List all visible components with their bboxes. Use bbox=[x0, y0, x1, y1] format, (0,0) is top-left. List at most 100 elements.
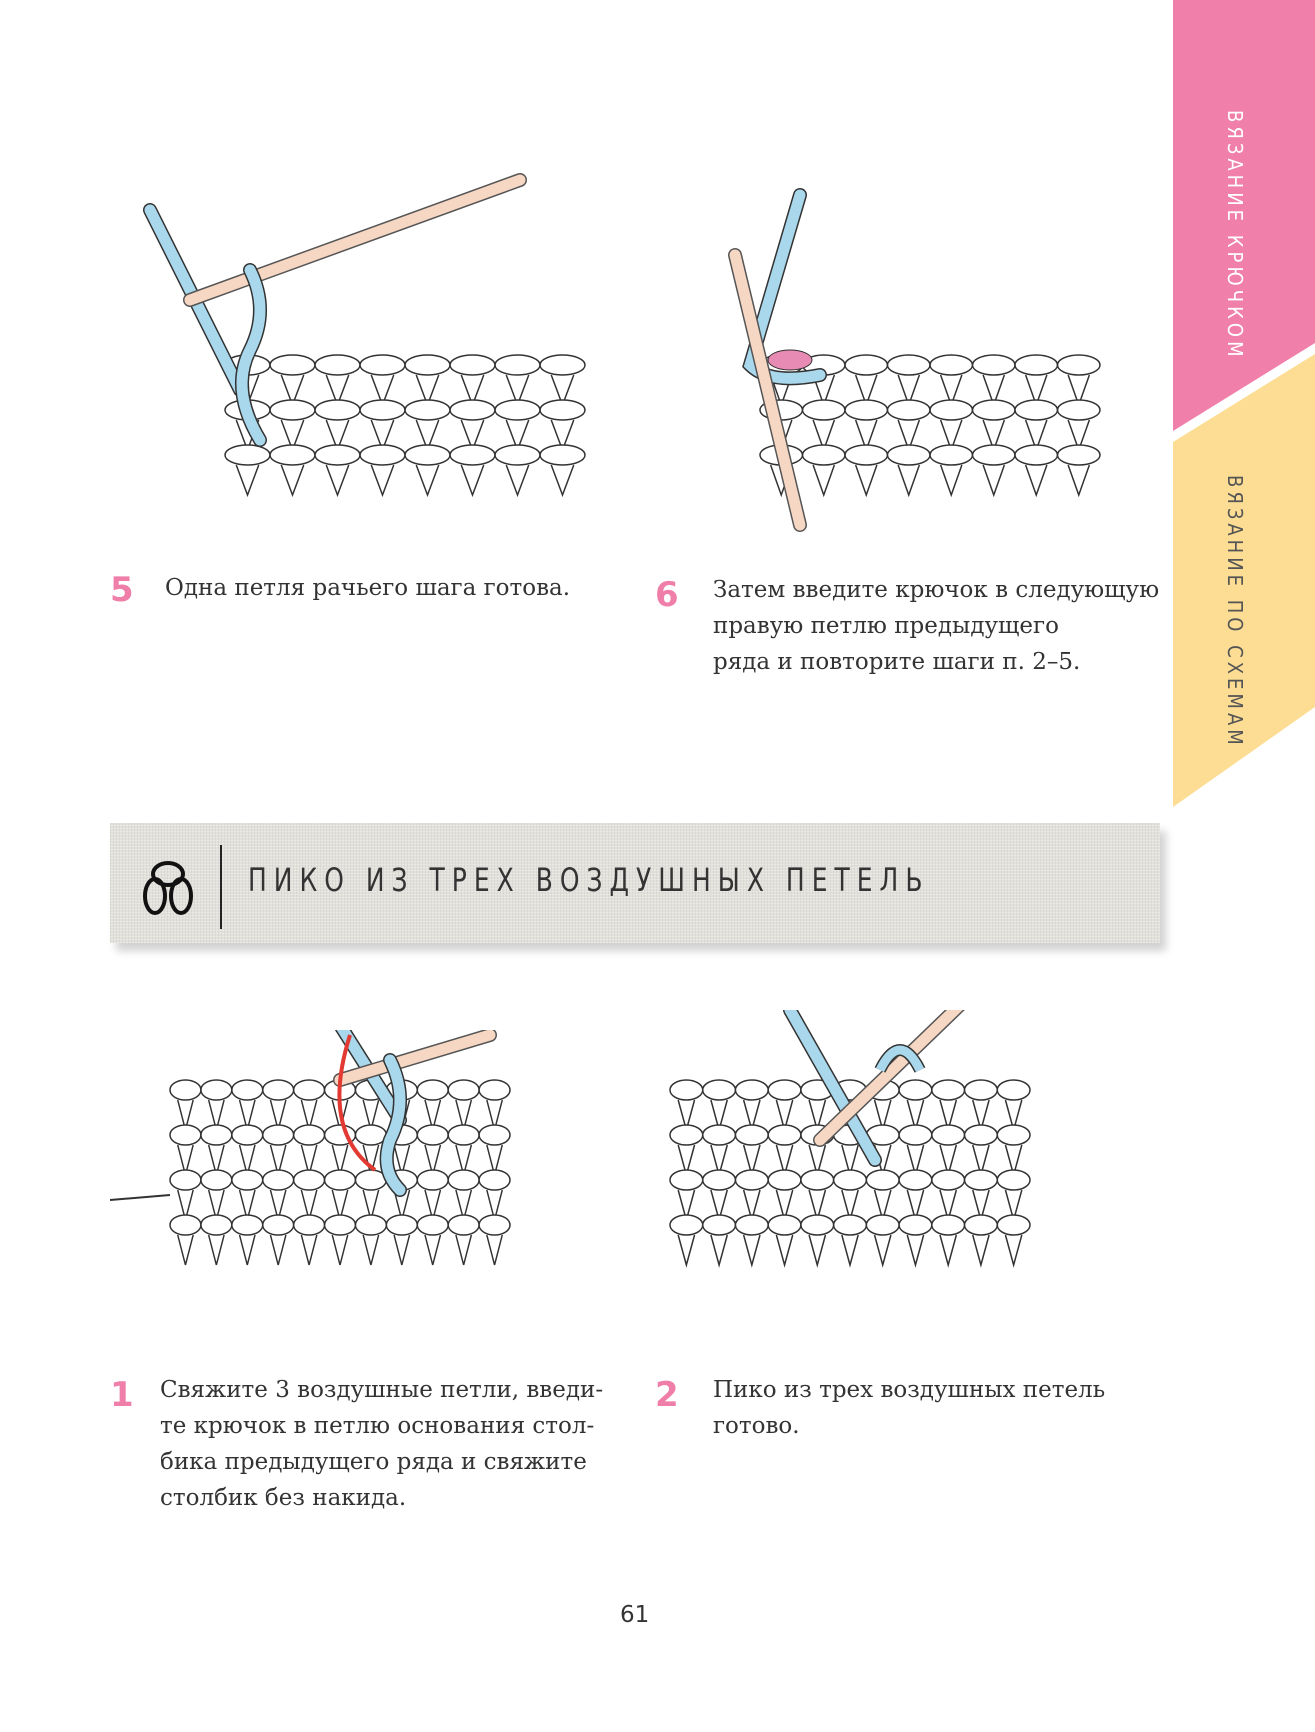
stitch-top bbox=[359, 399, 406, 421]
stitch-top bbox=[767, 1169, 802, 1191]
stitch-post bbox=[415, 464, 440, 498]
stitch-top bbox=[416, 1124, 449, 1146]
stitch-top bbox=[1056, 399, 1101, 421]
step-text-line: столбик без накида. bbox=[160, 1485, 407, 1511]
stitch-top bbox=[200, 1214, 233, 1236]
stitch-top bbox=[844, 399, 889, 421]
stitch-top bbox=[449, 399, 496, 421]
stitch-post bbox=[331, 1234, 349, 1266]
step-text-line: Затем введите крючок в следующую bbox=[713, 577, 1160, 603]
stitch-post bbox=[742, 1234, 761, 1268]
stitch-post bbox=[486, 1234, 503, 1266]
stitch-top bbox=[478, 1214, 511, 1236]
stitch-top bbox=[359, 354, 406, 376]
stitch-top bbox=[734, 1169, 769, 1191]
stitch-top bbox=[865, 1214, 900, 1236]
stitch-top bbox=[971, 444, 1016, 466]
stitch-top bbox=[767, 1214, 802, 1236]
stitch-top bbox=[767, 1124, 802, 1146]
stitch-post bbox=[812, 464, 836, 498]
step-text-line: ряда и повторите шаги п. 2–5. bbox=[713, 649, 1081, 675]
stitch-top bbox=[494, 354, 541, 376]
stitch-top bbox=[832, 1169, 868, 1191]
step-text-line: Свяжите 3 воздушные петли, введи- bbox=[160, 1377, 604, 1403]
header-divider bbox=[220, 845, 222, 929]
page-number: 61 bbox=[620, 1602, 650, 1628]
stitch-top bbox=[865, 1169, 900, 1191]
stitch-post bbox=[939, 1234, 958, 1268]
yarn bbox=[743, 189, 826, 384]
stitch-top bbox=[963, 1214, 999, 1236]
stitch-top bbox=[931, 1079, 966, 1101]
stitch-post bbox=[939, 464, 963, 498]
stitch-post bbox=[300, 1234, 318, 1266]
illustration-picot-step-2 bbox=[669, 1010, 1031, 1268]
step-text-line: бика предыдущего ряда и свяжите bbox=[160, 1449, 587, 1475]
illustration-picot-step-1 bbox=[110, 1030, 511, 1266]
stitch-top bbox=[269, 444, 316, 466]
stitch-top bbox=[734, 1079, 769, 1101]
stitch-top bbox=[314, 354, 361, 376]
side-tab-charts[interactable]: ВЯЗАНИЕ ПО СХЕМАМ bbox=[1223, 475, 1247, 749]
stitch-post bbox=[505, 464, 530, 498]
stitch-top bbox=[669, 1124, 704, 1146]
red-arrow bbox=[337, 1034, 377, 1172]
stitch-top bbox=[200, 1079, 233, 1101]
stitch-post bbox=[393, 1234, 411, 1266]
stitch-top bbox=[669, 1079, 704, 1101]
yarn bbox=[784, 1010, 881, 1166]
stitch-top bbox=[996, 1169, 1031, 1191]
stitch-top bbox=[354, 1124, 388, 1146]
crochet-hook bbox=[729, 249, 806, 531]
side-tab-crochet[interactable]: ВЯЗАНИЕ КРЮЧКОМ bbox=[1223, 110, 1247, 361]
stitch-top bbox=[801, 444, 846, 466]
section-title: ПИКО ИЗ ТРЕХ ВОЗДУШНЫХ ПЕТЕЛЬ bbox=[248, 861, 930, 899]
stitch-top bbox=[996, 1124, 1031, 1146]
stitch-top bbox=[449, 354, 496, 376]
stitch-top bbox=[539, 399, 586, 421]
stitch-top bbox=[292, 1079, 326, 1101]
crochet-hook bbox=[814, 1010, 963, 1146]
stitch-top bbox=[898, 1124, 933, 1146]
stitch-top bbox=[539, 444, 586, 466]
stitch-top bbox=[963, 1169, 999, 1191]
stitch-top bbox=[404, 354, 451, 376]
stitch-top bbox=[169, 1214, 202, 1236]
insertion-marker bbox=[767, 349, 813, 371]
yarn bbox=[236, 264, 266, 446]
stitch-post bbox=[177, 1234, 194, 1266]
side-tab-shapes bbox=[1173, 0, 1315, 807]
stitch-top bbox=[801, 399, 846, 421]
stitch-top bbox=[886, 354, 931, 376]
stitch-post bbox=[841, 1234, 859, 1268]
step-text-line: готово. bbox=[713, 1413, 800, 1439]
stitch-top bbox=[359, 444, 406, 466]
stitch-top bbox=[963, 1079, 999, 1101]
stitch-top bbox=[1056, 354, 1101, 376]
stitch-post bbox=[455, 1234, 473, 1266]
stitch-top bbox=[734, 1214, 769, 1236]
step-number: 6 bbox=[655, 575, 679, 615]
picot-symbol-icon bbox=[143, 861, 193, 915]
stitch-post bbox=[873, 1234, 892, 1268]
stitch-post bbox=[460, 464, 485, 498]
stitch-top bbox=[231, 1079, 264, 1101]
stitch-post bbox=[362, 1234, 380, 1266]
stitch-top bbox=[1014, 354, 1059, 376]
stitch-top bbox=[886, 399, 931, 421]
stitch-top bbox=[844, 354, 889, 376]
stitch-top bbox=[701, 1214, 737, 1236]
stitch-post bbox=[1024, 464, 1048, 498]
stitch-post bbox=[325, 464, 350, 498]
stitch-top bbox=[734, 1124, 769, 1146]
stitch-top bbox=[929, 444, 974, 466]
stitch-top bbox=[929, 399, 974, 421]
stitch-top bbox=[416, 1079, 449, 1101]
stitch-top bbox=[323, 1169, 357, 1191]
stitch-top bbox=[767, 1079, 802, 1101]
stitch-top bbox=[898, 1214, 933, 1236]
stitch-post bbox=[808, 1234, 827, 1268]
stitch-top bbox=[314, 444, 361, 466]
stitch-top bbox=[314, 399, 361, 421]
stitch-top bbox=[494, 399, 541, 421]
